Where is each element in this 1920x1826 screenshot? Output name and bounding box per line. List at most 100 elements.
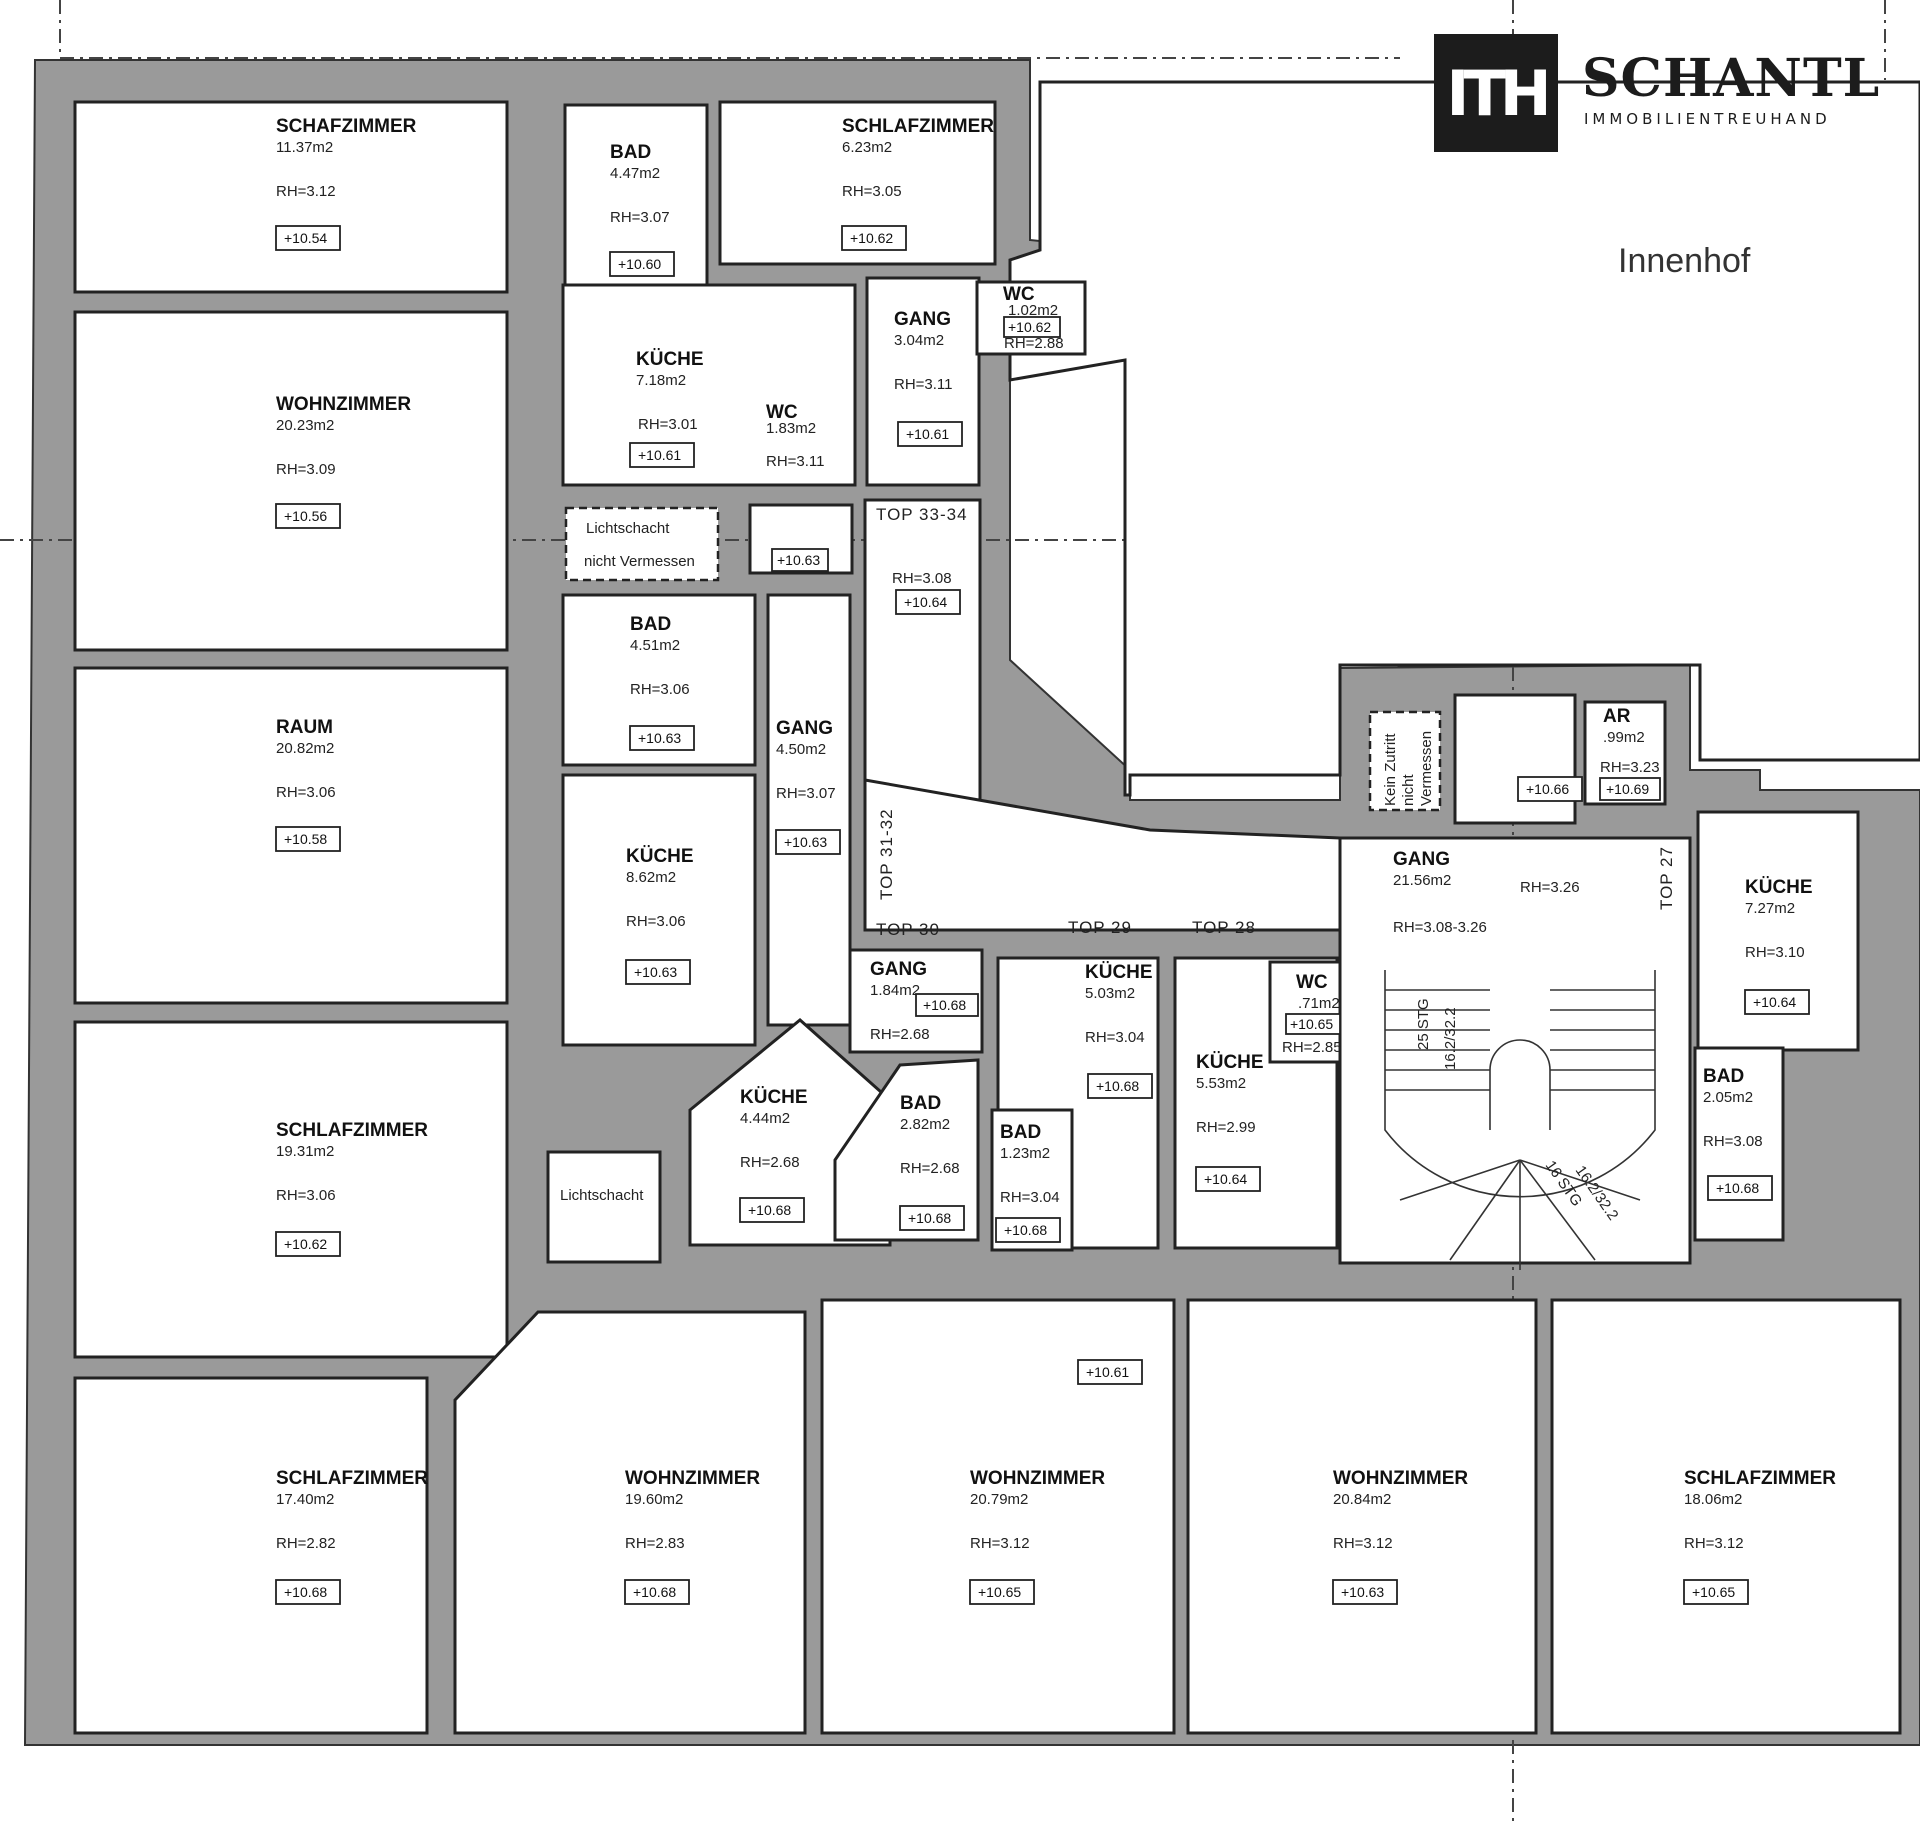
- room-rh: RH=3.04: [1085, 1029, 1145, 1046]
- no-access-label: Kein Zutritt nicht Vermessen: [1382, 731, 1435, 806]
- level-value: +10.63: [638, 730, 681, 746]
- room-area: 17.40m2: [276, 1491, 334, 1508]
- level-value: +10.56: [284, 508, 327, 524]
- room-name: WOHNZIMMER: [625, 1468, 760, 1489]
- room-rh: RH=3.12: [276, 183, 336, 200]
- room-rh: RH=2.82: [276, 1535, 336, 1552]
- room-gang-mid: [766, 593, 852, 1027]
- level-value: +10.68: [1096, 1078, 1139, 1094]
- room-area: 20.23m2: [276, 417, 334, 434]
- room-rh: RH=3.07: [776, 785, 836, 802]
- level-value: +10.68: [284, 1584, 327, 1600]
- room-name: BAD: [900, 1093, 941, 1114]
- room-area: 2.05m2: [1703, 1089, 1753, 1106]
- apartment-label-top-30: TOP 30: [876, 920, 940, 939]
- room-area: 3.04m2: [894, 332, 944, 349]
- room-name: GANG: [1393, 849, 1450, 870]
- level-value: +10.63: [784, 834, 827, 850]
- room-name: GANG: [894, 309, 951, 330]
- room-rh: RH=3.08-3.26: [1393, 919, 1487, 936]
- room-storage-upper: [1453, 693, 1577, 825]
- room-wohnzimmer-left: [73, 310, 509, 652]
- room-name: BAD: [1000, 1122, 1041, 1143]
- room-area: 20.84m2: [1333, 1491, 1391, 1508]
- room-rh: RH=3.11: [894, 376, 953, 393]
- room-kueche-top: [561, 283, 857, 487]
- room-name: BAD: [1703, 1066, 1744, 1087]
- level-value: +10.66: [1526, 781, 1569, 797]
- level-value: +10.65: [1692, 1584, 1735, 1600]
- room-schlafzimmer-bottom-left: [73, 1376, 429, 1735]
- level-value: +10.60: [618, 256, 661, 272]
- room-area: 4.47m2: [610, 165, 660, 182]
- level-value: +10.69: [1606, 781, 1649, 797]
- level-value: +10.65: [978, 1584, 1021, 1600]
- room-name: BAD: [630, 614, 671, 635]
- level-value: +10.64: [904, 594, 947, 610]
- light-shaft-lower-label: Lichtschacht: [560, 1187, 644, 1204]
- svg-text:Vermessen: Vermessen: [1418, 731, 1435, 806]
- room-rh: RH=3.04: [1000, 1189, 1060, 1206]
- room-rh: RH=3.06: [276, 784, 336, 801]
- room-rh: RH=3.10: [1745, 944, 1805, 961]
- room-name: KÜCHE: [1085, 962, 1153, 983]
- apartment-label-top-27: TOP 27: [1657, 846, 1676, 910]
- apartment-label-top-29: TOP 29: [1068, 918, 1132, 937]
- room-area: 7.27m2: [1745, 900, 1795, 917]
- room-rh: RH=3.12: [970, 1535, 1030, 1552]
- room-area: 5.53m2: [1196, 1075, 1246, 1092]
- room-schlafzimmer-bottom-right: [1550, 1298, 1902, 1735]
- room-wc-top: [975, 280, 1087, 356]
- room-schlafzimmer-left: [73, 1020, 509, 1359]
- room-rh: RH=3.09: [276, 461, 336, 478]
- light-shaft-upper-label: Lichtschacht: [586, 520, 670, 537]
- room-rh: RH=3.08: [1703, 1133, 1763, 1150]
- level-value: +10.58: [284, 831, 327, 847]
- room-area: 20.79m2: [970, 1491, 1028, 1508]
- room-area: 4.50m2: [776, 741, 826, 758]
- room-rh: RH=2.88: [1004, 335, 1064, 352]
- room-name: AR: [1603, 706, 1631, 727]
- room-rh: RH=2.99: [1196, 1119, 1256, 1136]
- room-name: RAUM: [276, 717, 333, 738]
- room-kueche-mid: [561, 773, 757, 1047]
- room-rh: RH=3.06: [276, 1187, 336, 1204]
- level-value: +10.68: [633, 1584, 676, 1600]
- room-area: 20.82m2: [276, 740, 334, 757]
- room-bad-small: [833, 1058, 980, 1242]
- level-value: +10.61: [1086, 1364, 1129, 1380]
- level-value: +10.63: [777, 552, 820, 568]
- level-value: +10.65: [1290, 1016, 1333, 1032]
- room-rh: RH=3.23: [1600, 759, 1660, 776]
- apartment-label-top-33-34: TOP 33-34: [876, 505, 968, 524]
- room-area: 21.56m2: [1393, 872, 1451, 889]
- room-name: SCHLAFZIMMER: [842, 116, 994, 137]
- room-area: 19.60m2: [625, 1491, 683, 1508]
- room-rh: RH=3.11: [766, 453, 825, 470]
- level-value: +10.68: [748, 1202, 791, 1218]
- brand-subtitle: IMMOBILIENTREUHAND: [1584, 110, 1831, 128]
- room-name: BAD: [610, 142, 651, 163]
- svg-text:Kein Zutritt: Kein Zutritt: [1382, 733, 1399, 806]
- room-area: 1.84m2: [870, 982, 920, 999]
- room-bad-mid: [561, 593, 757, 767]
- level-value: +10.68: [1716, 1180, 1759, 1196]
- light-shaft-upper-note: nicht Vermessen: [584, 553, 695, 570]
- room-rh: RH=3.06: [626, 913, 686, 930]
- room-area: .99m2: [1603, 729, 1645, 746]
- room-name: GANG: [870, 959, 927, 980]
- room-rh: RH=3.06: [630, 681, 690, 698]
- room-gang-top: [865, 276, 981, 487]
- room-area: 7.18m2: [636, 372, 686, 389]
- room-rh: RH=3.05: [842, 183, 902, 200]
- room-light-shaft-lower: [546, 1150, 662, 1264]
- courtyard-label: Innenhof: [1618, 242, 1751, 280]
- room-rh: RH=2.68: [740, 1154, 800, 1171]
- room-name: SCHAFZIMMER: [276, 116, 417, 137]
- room-name: WC: [1003, 284, 1035, 305]
- room-name: KÜCHE: [1745, 877, 1813, 898]
- room-name: WOHNZIMMER: [1333, 1468, 1468, 1489]
- room-area: 1.83m2: [766, 420, 816, 437]
- room-name: SCHLAFZIMMER: [1684, 1468, 1836, 1489]
